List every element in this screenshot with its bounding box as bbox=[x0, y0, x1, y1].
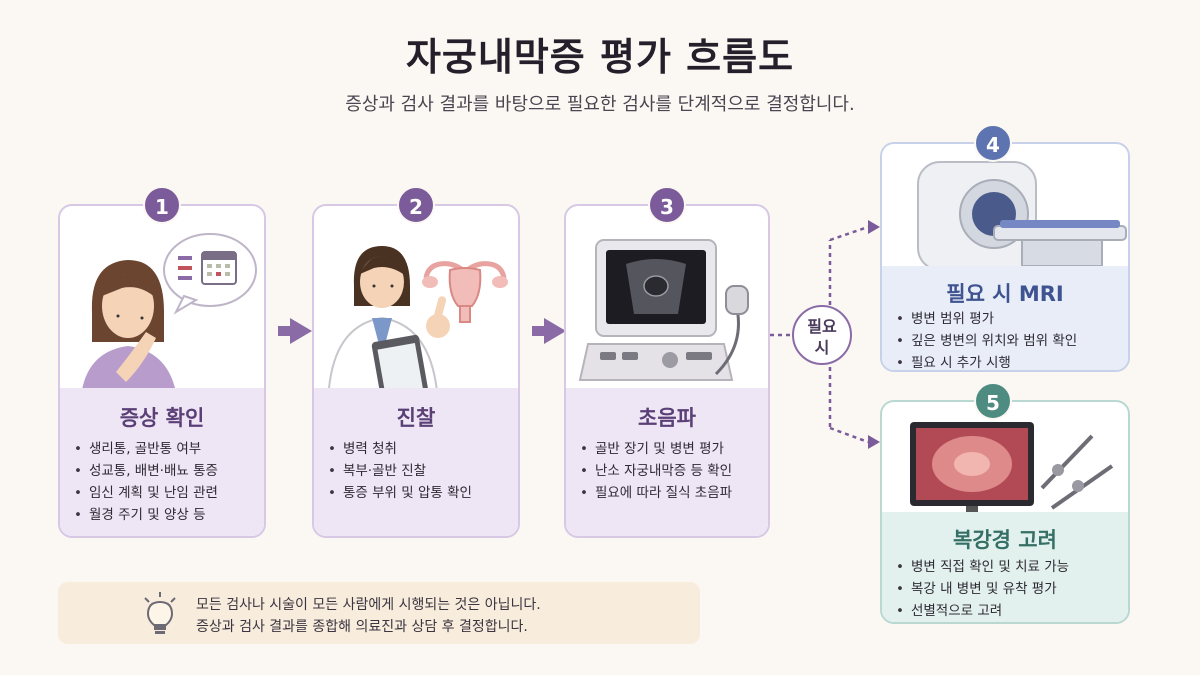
info-note: 모든 검사나 시술이 모든 사람에게 시행되는 것은 아닙니다. 증상과 검사 … bbox=[58, 582, 700, 644]
step-item-list: 병변 직접 확인 및 치료 가능 복강 내 병변 및 유착 평가 선별적으로 고… bbox=[896, 556, 1120, 622]
uterus-icon bbox=[422, 261, 508, 323]
step-number-badge: 5 bbox=[974, 382, 1012, 420]
flow-arrow-icon bbox=[278, 318, 312, 344]
step-item-list: 병력 청취 복부·골반 진찰 통증 부위 및 압통 확인 bbox=[328, 438, 510, 504]
step-item-list: 병변 범위 평가 깊은 병변의 위치와 범위 확인 필요 시 추가 시행 bbox=[896, 308, 1120, 370]
branch-condition-label: 필요 시 bbox=[792, 305, 852, 365]
list-item: 필요 시 추가 시행 bbox=[896, 352, 1120, 370]
page-title: 자궁내막증 평가 흐름도 bbox=[405, 35, 795, 79]
list-item: 월경 주기 및 양상 등 bbox=[74, 504, 256, 526]
step-number-badge: 3 bbox=[648, 186, 686, 224]
step-item-list: 생리통, 골반통 여부 성교통, 배변·배뇨 통증 임신 계획 및 난임 관련 … bbox=[74, 438, 256, 526]
page-subtitle: 증상과 검사 결과를 바탕으로 필요한 검사를 단계적으로 결정합니다. bbox=[345, 94, 855, 115]
step-item-list: 골반 장기 및 병변 평가 난소 자궁내막증 등 확인 필요에 따라 질식 초음… bbox=[580, 438, 760, 504]
note-line: 모든 검사나 시술이 모든 사람에게 시행되는 것은 아닙니다. bbox=[196, 597, 541, 613]
list-item: 생리통, 골반통 여부 bbox=[74, 438, 256, 460]
branch-label-line: 시 bbox=[814, 338, 830, 357]
list-item: 필요에 따라 질식 초음파 bbox=[580, 482, 760, 504]
step-title: 복강경 고려 bbox=[953, 528, 1057, 552]
list-item: 임신 계획 및 난임 관련 bbox=[74, 482, 256, 504]
step-title: 증상 확인 bbox=[119, 406, 205, 430]
list-item: 선별적으로 고려 bbox=[896, 600, 1120, 622]
list-item: 깊은 병변의 위치와 범위 확인 bbox=[896, 330, 1120, 352]
list-item: 성교통, 배변·배뇨 통증 bbox=[74, 460, 256, 482]
step-title: 진찰 bbox=[396, 406, 436, 430]
branch-label-line: 필요 bbox=[807, 317, 837, 336]
flow-arrow-icon bbox=[532, 318, 566, 344]
list-item: 복강 내 병변 및 유착 평가 bbox=[896, 578, 1120, 600]
ultrasound-machine-icon bbox=[578, 239, 749, 381]
step-card-mri: 필요 시 MRI 병변 범위 평가 깊은 병변의 위치와 범위 확인 필요 시 … bbox=[880, 142, 1130, 372]
list-item: 통증 부위 및 압통 확인 bbox=[328, 482, 510, 504]
list-item: 병변 직접 확인 및 치료 가능 bbox=[896, 556, 1120, 578]
calendar-icon bbox=[178, 251, 237, 285]
note-line: 증상과 검사 결과를 종합해 의료진과 상담 후 결정합니다. bbox=[196, 619, 528, 635]
list-item: 골반 장기 및 병변 평가 bbox=[580, 438, 760, 460]
step-title: 필요 시 MRI bbox=[946, 282, 1064, 306]
mri-scanner-icon bbox=[917, 161, 1127, 271]
branch-connector bbox=[770, 220, 880, 449]
step-number-badge: 4 bbox=[974, 124, 1012, 162]
step-card-ultrasound: 초음파 골반 장기 및 병변 평가 난소 자궁내막증 등 확인 필요에 따라 질… bbox=[564, 204, 770, 538]
step-number-badge: 1 bbox=[143, 186, 181, 224]
list-item: 난소 자궁내막증 등 확인 bbox=[580, 460, 760, 482]
step-number-badge: 2 bbox=[397, 186, 435, 224]
step-card-exam: 진찰 병력 청취 복부·골반 진찰 통증 부위 및 압통 확인 bbox=[312, 204, 520, 538]
list-item: 복부·골반 진찰 bbox=[328, 460, 510, 482]
laparoscope-monitor-icon bbox=[910, 422, 1114, 521]
step-card-symptoms: 증상 확인 생리통, 골반통 여부 성교통, 배변·배뇨 통증 임신 계획 및 … bbox=[58, 204, 266, 538]
list-item: 병변 범위 평가 bbox=[896, 308, 1120, 330]
step-card-laparoscopy: 복강경 고려 병변 직접 확인 및 치료 가능 복강 내 병변 및 유착 평가 … bbox=[880, 400, 1130, 624]
pointing-hand-icon bbox=[426, 296, 450, 338]
step-title: 초음파 bbox=[638, 406, 696, 430]
list-item: 병력 청취 bbox=[328, 438, 510, 460]
doctor-clipboard-icon bbox=[326, 246, 440, 405]
lightbulb-icon bbox=[144, 592, 176, 634]
